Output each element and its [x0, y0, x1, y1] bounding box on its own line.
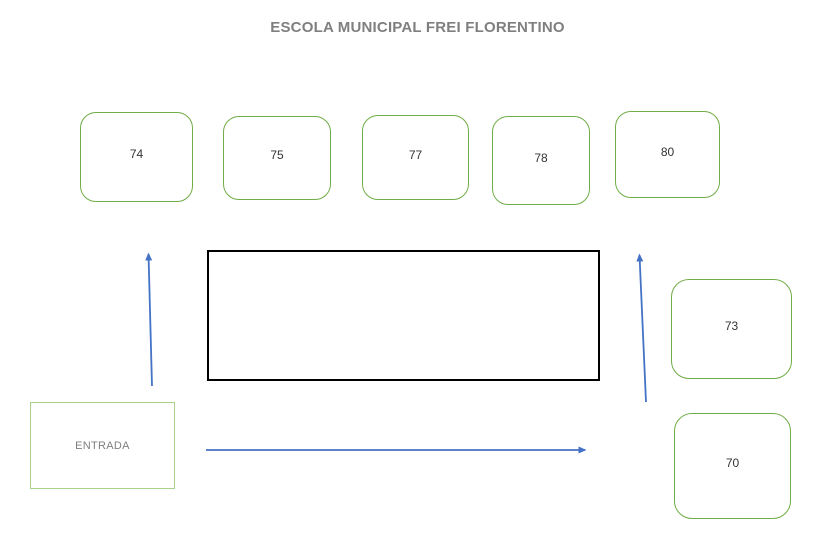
- entrance-box: ENTRADA: [30, 402, 175, 489]
- entrance-label: ENTRADA: [75, 439, 130, 452]
- room-75: 75: [223, 116, 331, 200]
- right-up-arrow: [636, 253, 647, 403]
- entrance-up-arrow: [145, 252, 153, 387]
- room-78: 78: [492, 116, 590, 205]
- room-70-label: 70: [725, 456, 740, 470]
- room-80-label: 80: [660, 144, 675, 159]
- room-78-label: 78: [534, 150, 548, 165]
- room-80: 80: [615, 111, 720, 198]
- room-77-label: 77: [408, 147, 423, 162]
- building-block: [207, 250, 600, 381]
- room-77: 77: [362, 115, 469, 200]
- room-70: 70: [674, 413, 791, 519]
- room-74-label: 74: [129, 147, 144, 161]
- room-75-label: 75: [270, 148, 284, 162]
- page-title: ESCOLA MUNICIPAL FREI FLORENTINO: [270, 19, 565, 36]
- room-73-label: 73: [724, 319, 739, 333]
- room-74: 74: [80, 112, 193, 202]
- room-73: 73: [671, 279, 792, 379]
